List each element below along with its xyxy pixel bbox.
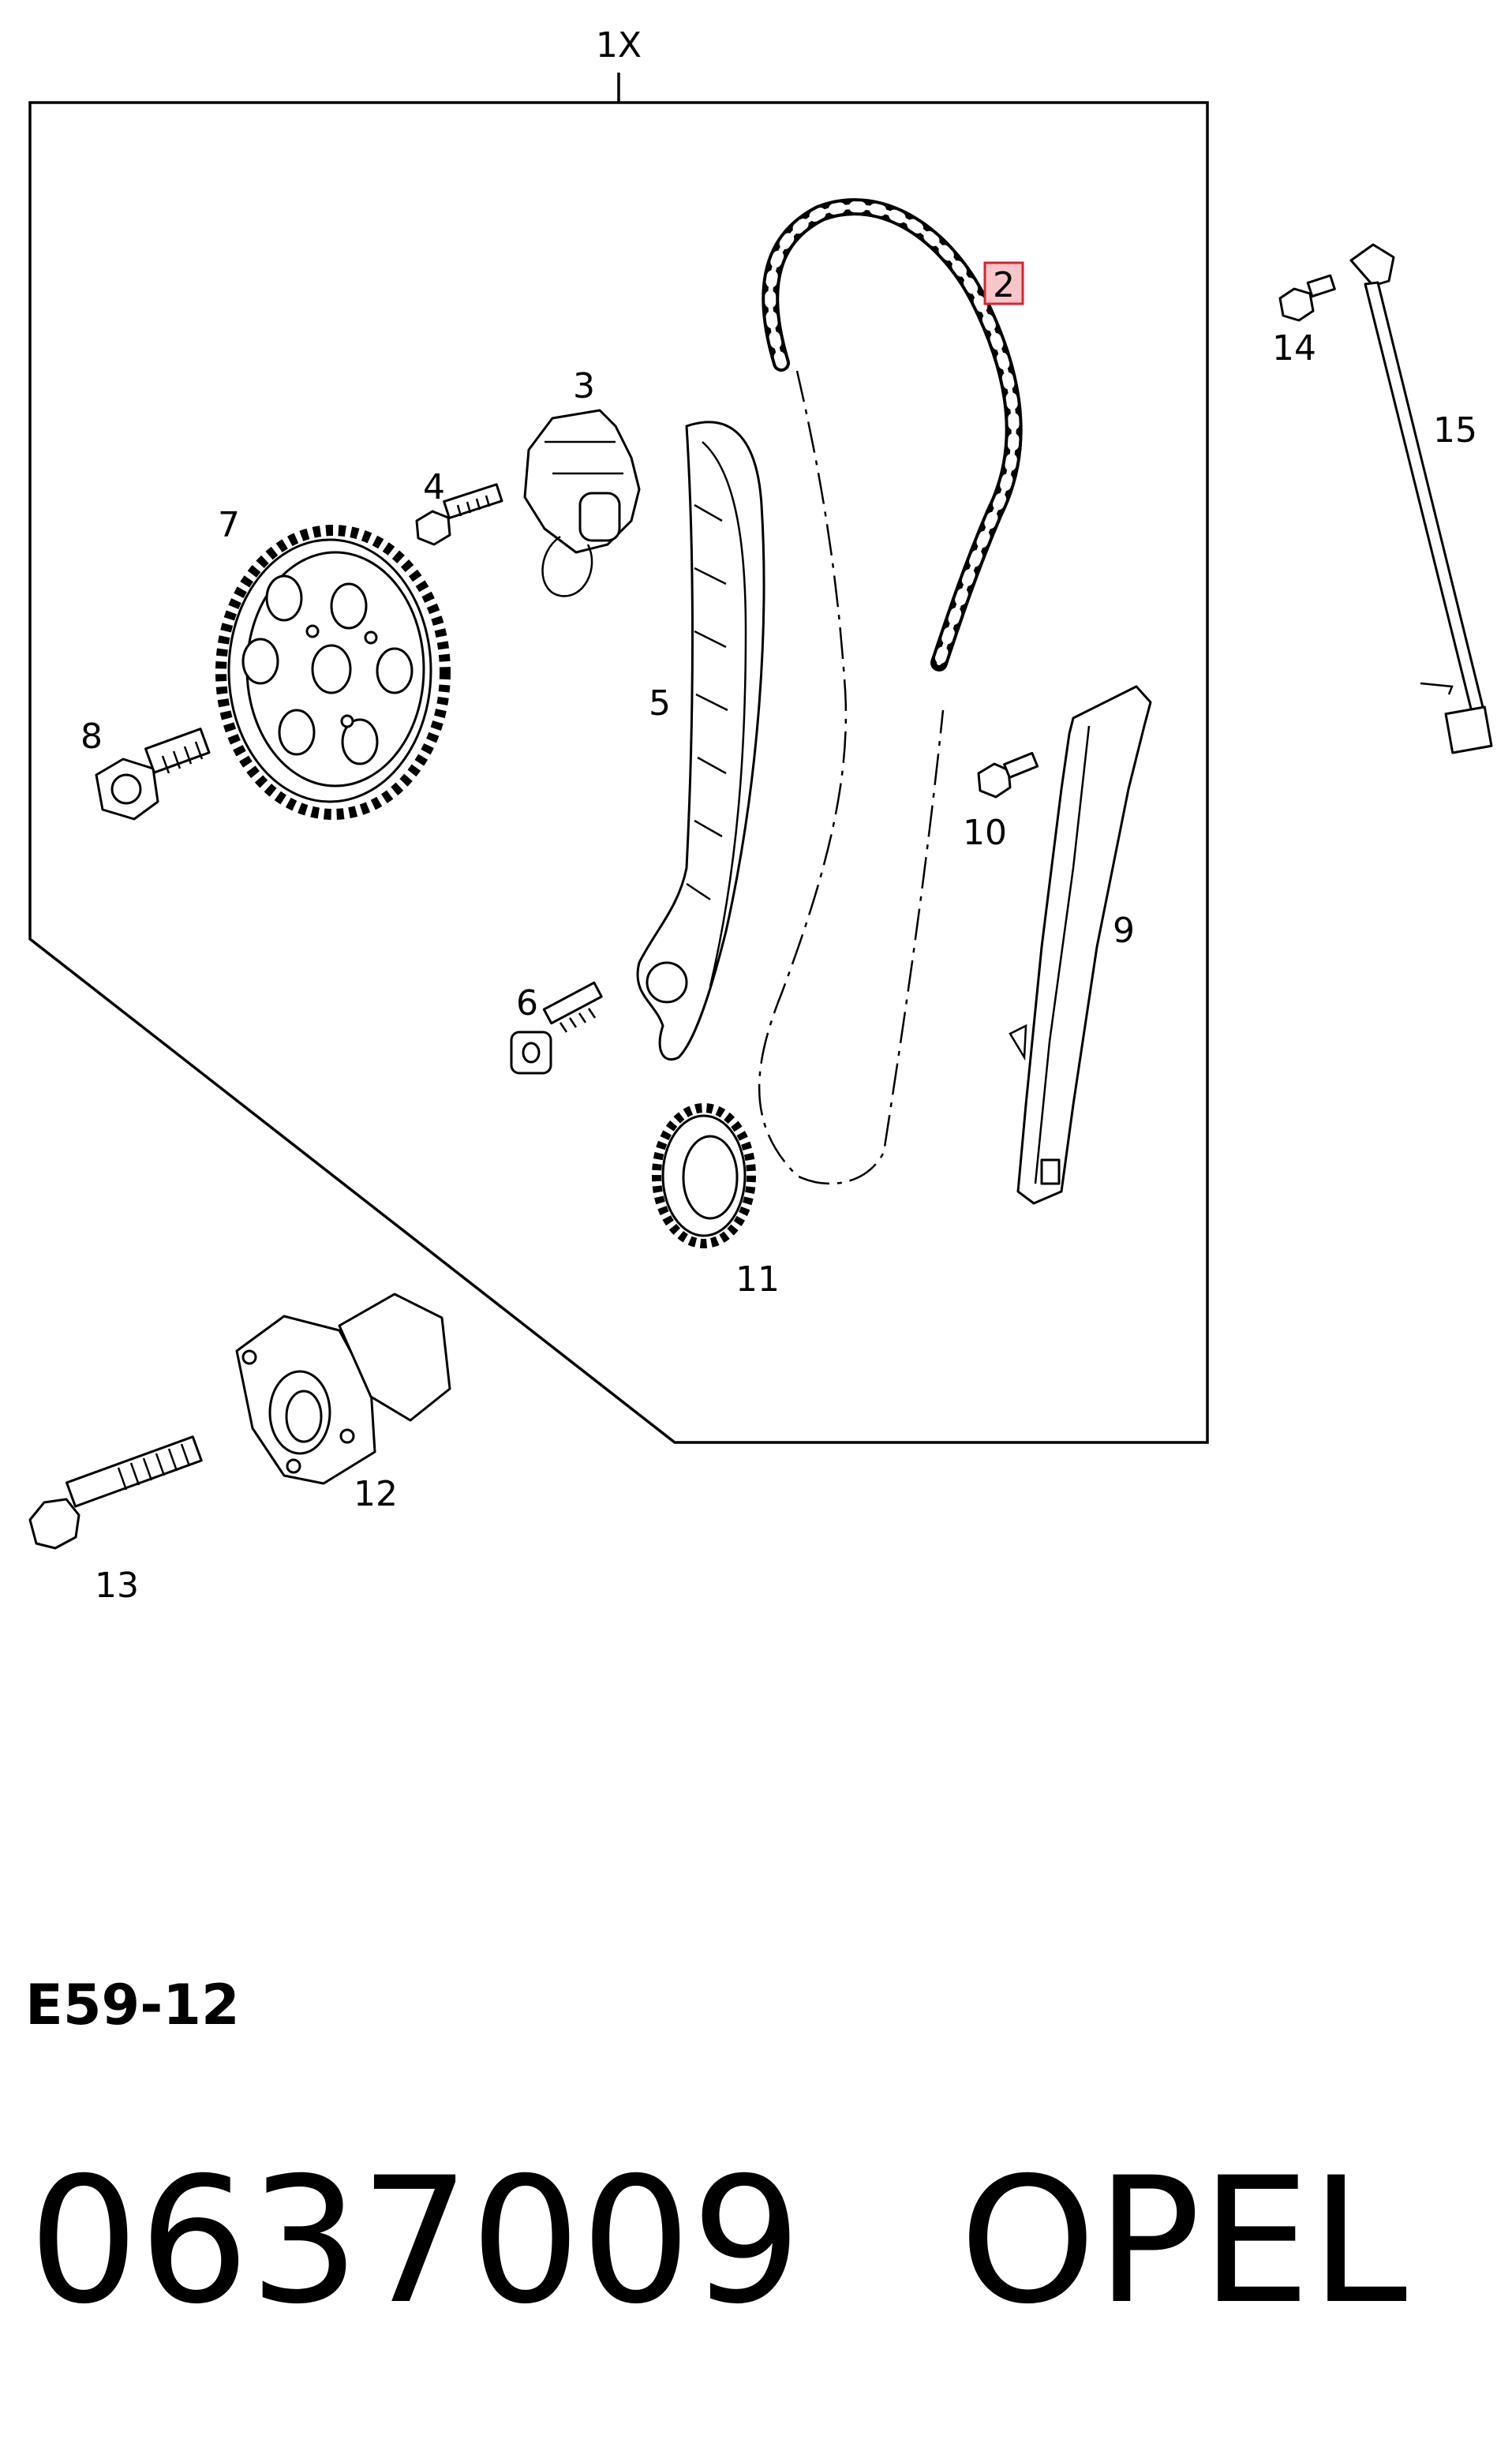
tensioner-guide-rail[interactable] [636,421,765,1061]
crankshaft-sprocket[interactable] [652,1103,756,1248]
guide-rod[interactable] [1349,243,1493,754]
part-number: 0637009 [28,2140,802,2342]
kit-frame [28,101,1209,1444]
rail-bolt[interactable] [977,751,1039,799]
callout-7[interactable]: 7 [218,505,240,545]
callout-9[interactable]: 9 [1113,911,1135,951]
small-bolt[interactable] [1278,274,1336,322]
callout-3[interactable]: 3 [573,366,595,406]
chain-tensioner[interactable] [523,409,641,597]
sprocket-bolt[interactable] [95,728,211,821]
callout-12[interactable]: 12 [354,1474,398,1514]
callout-2[interactable]: 2 [993,265,1015,305]
brand-name: OPEL [959,2140,1408,2342]
fixed-guide-rail[interactable] [1009,685,1152,1205]
long-bolt[interactable] [28,1435,203,1550]
exploded-parts-diagram: 1X 2 3 4 5 6 [28,25,1493,1606]
callout-8[interactable]: 8 [80,716,103,757]
pivot-pin-bolt[interactable] [510,981,603,1075]
callout-5[interactable]: 5 [649,683,671,724]
callout-11[interactable]: 11 [735,1259,780,1300]
highlight-box-part-2 [983,261,1024,305]
diagram-code: E59-12 [25,1973,240,2037]
callout-14[interactable]: 14 [1272,328,1316,369]
callout-4[interactable]: 4 [423,467,445,507]
callout-6[interactable]: 6 [516,983,538,1023]
callout-10[interactable]: 10 [963,813,1007,853]
callout-13[interactable]: 13 [95,1566,139,1606]
tensioner-housing[interactable] [235,1293,451,1485]
callout-15[interactable]: 15 [1433,410,1477,451]
timing-chain[interactable] [758,198,1023,1185]
camshaft-sprocket[interactable] [215,525,451,820]
kit-label: 1X [596,25,642,65]
tensioner-bolt[interactable] [415,483,503,546]
